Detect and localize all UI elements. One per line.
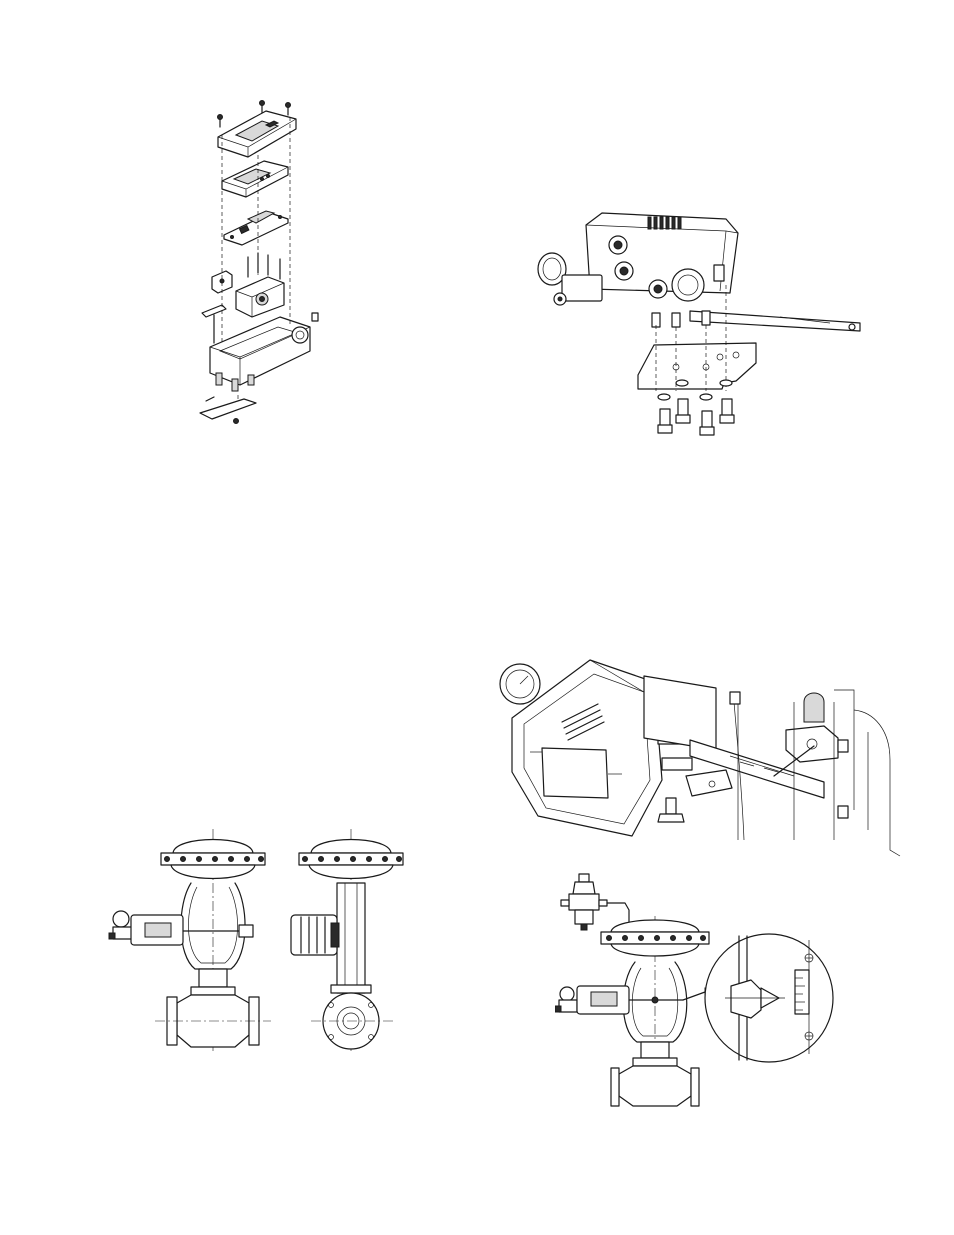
ip-module-icon — [236, 277, 284, 317]
positioner-side-icon — [291, 915, 339, 955]
valve-front-view — [109, 829, 271, 1051]
pressure-gauge-icon — [500, 664, 540, 704]
bottom-plate-icon — [200, 397, 256, 424]
positioner-icon — [109, 911, 253, 945]
shaft-icon — [202, 305, 226, 343]
circuit-board-icon — [224, 211, 288, 245]
feedback-module-icon — [672, 269, 704, 301]
positioner-icon — [555, 986, 683, 1014]
valve-front-side-views-figure — [105, 825, 425, 1055]
positioner-on-yoke-figure — [494, 640, 904, 860]
detail-view-icon — [705, 934, 833, 1062]
bracket-mounting-figure — [530, 205, 870, 445]
exploded-positioner-figure — [192, 95, 332, 430]
frame-icon — [834, 690, 900, 856]
valve-side-view — [291, 829, 403, 1051]
fitting-icon — [312, 313, 318, 321]
gauge-icon — [292, 327, 308, 343]
stem-connector-icon — [774, 693, 838, 840]
diaphragm-actuator-icon — [601, 920, 709, 956]
cover-icon — [218, 111, 296, 157]
feedback-lever-icon — [690, 311, 860, 331]
bolt-icon — [658, 798, 684, 822]
module-screws-icon — [248, 253, 280, 279]
valve-with-regulator-figure — [555, 870, 835, 1110]
display-board-icon — [222, 161, 288, 197]
hex-bolts-icon — [658, 399, 734, 435]
